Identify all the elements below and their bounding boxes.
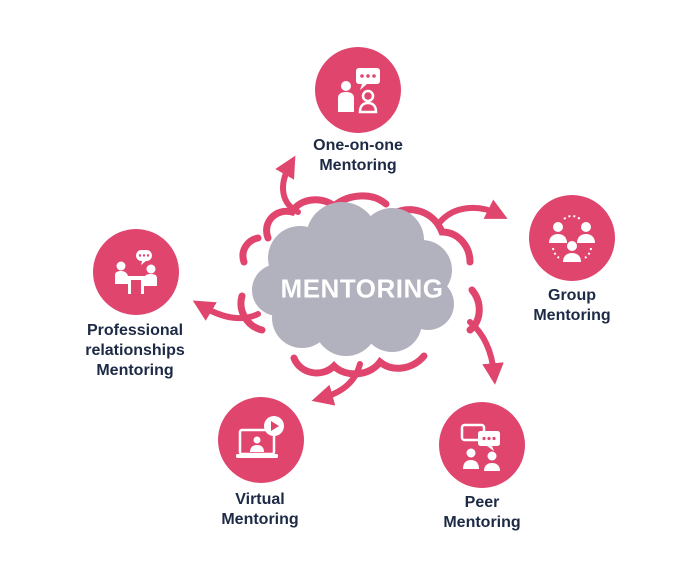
center-cloud xyxy=(252,202,454,356)
arrow-to-one-on-one xyxy=(275,155,301,215)
arrow-to-virtual xyxy=(311,361,363,406)
video-call-icon xyxy=(218,397,304,483)
center-title: MENTORING xyxy=(280,273,444,304)
meeting-table-icon xyxy=(93,229,179,315)
group-icon xyxy=(529,195,615,281)
arrow-to-peer xyxy=(467,319,504,385)
arrow-to-professional xyxy=(192,300,261,322)
arrow-to-group xyxy=(437,199,508,225)
chat-bubbles-icon xyxy=(439,402,525,488)
conversation-icon xyxy=(315,47,401,133)
